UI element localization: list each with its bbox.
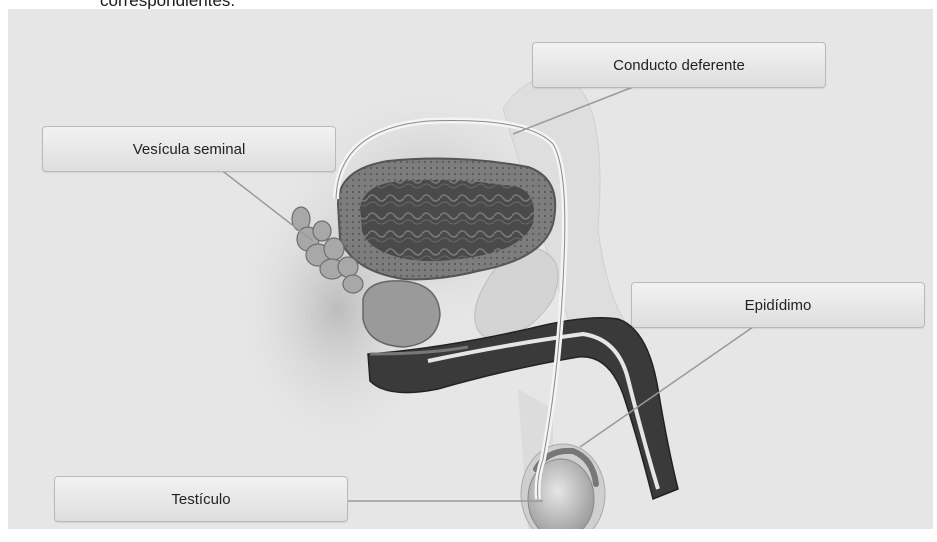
label-conducto-deferente[interactable]: Conducto deferente [532,42,826,88]
label-testiculo[interactable]: Testículo [54,476,348,522]
label-vesicula-seminal[interactable]: Vesícula seminal [42,126,336,172]
prostate [363,281,440,347]
diagram-panel: Conducto deferente Vesícula seminal Epid… [8,9,933,529]
label-epididimo-text: Epidídimo [745,297,812,314]
label-epididimo[interactable]: Epidídimo [631,282,925,328]
label-testiculo-text: Testículo [171,491,230,508]
label-conducto-text: Conducto deferente [613,57,745,74]
label-vesicula-text: Vesícula seminal [133,141,246,158]
